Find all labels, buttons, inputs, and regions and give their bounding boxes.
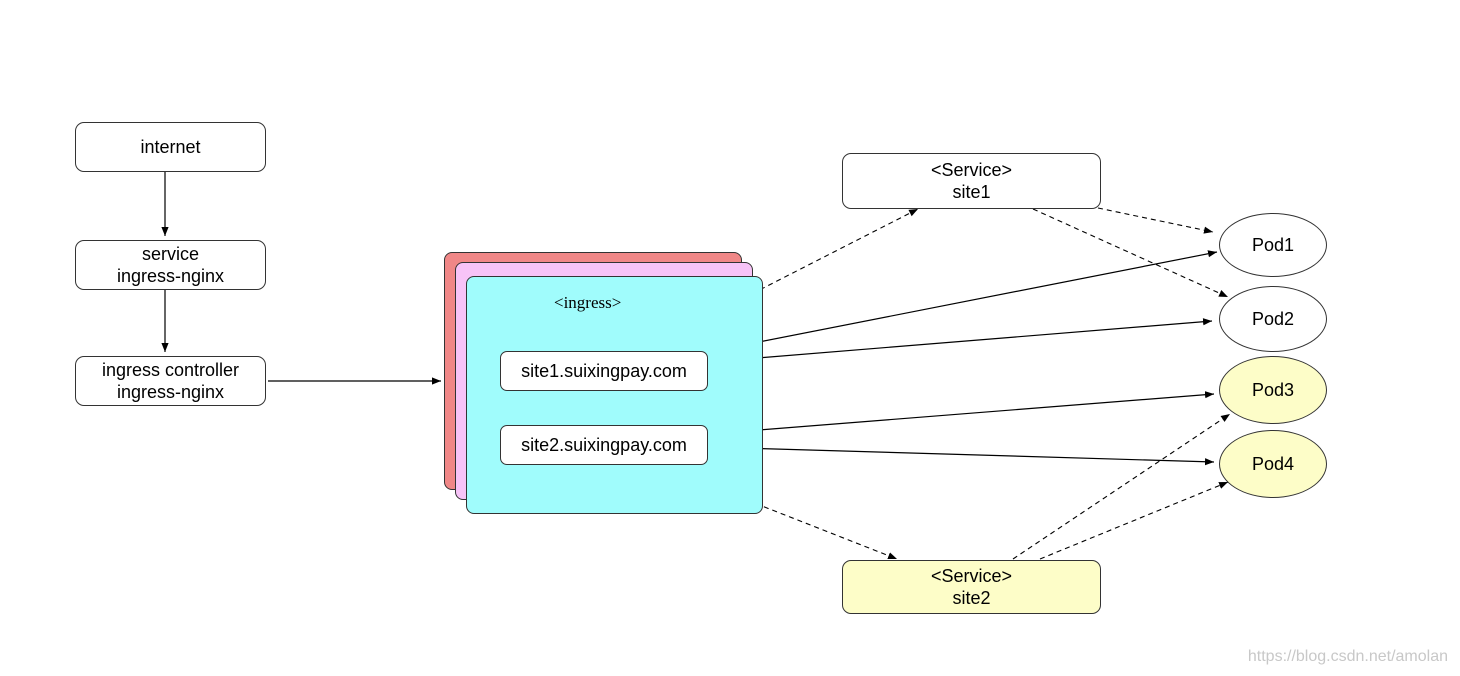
ingress-card-front [466,276,763,514]
service-site1-kind: <Service> [930,160,1013,180]
ingress-controller-node: ingress controller ingress-nginx [75,356,266,406]
internet-label: internet [140,137,201,157]
service-ingress-nginx-node: service ingress-nginx [75,240,266,290]
dashed-service2-to-pod4 [1039,481,1229,560]
service-site2-node: <Service> site2 [842,560,1101,614]
service-site2-name: site2 [952,588,991,608]
rule-site2-host: site2.suixingpay.com [521,434,687,455]
rule-site1-host: site1.suixingpay.com [521,360,687,381]
service-node-name: ingress-nginx [116,266,225,286]
dashed-service2-to-pod3 [1012,413,1231,560]
service-site2-kind: <Service> [930,566,1013,586]
ingress-label: <ingress> [554,293,622,312]
arrow-rule1-to-pod1 [707,250,1218,353]
pod2-node: Pod2 [1219,286,1327,352]
pod3-label: Pod3 [1251,379,1295,400]
dashed-rule1-to-service1 [639,208,919,352]
dashed-service1-to-pod2 [1032,208,1229,298]
pod3-node: Pod3 [1219,356,1327,424]
arrow-rule2-to-pod4 [707,446,1215,466]
service-site1-node: <Service> site1 [842,153,1101,209]
service-node-title: service [141,244,199,264]
dashed-rule2-to-service2 [654,463,898,560]
rule-site2: site2.suixingpay.com [500,425,708,465]
controller-node-title: ingress controller [101,360,240,380]
dashed-service1-to-pod1 [1097,207,1214,234]
arrow-rule2-to-pod3 [707,391,1215,435]
pod1-label: Pod1 [1251,234,1295,255]
controller-node-name: ingress-nginx [116,382,225,402]
service-site1-name: site1 [952,182,991,202]
arrow-rule1-to-pod2 [707,318,1213,363]
watermark-url: https://blog.csdn.net/amolan [1247,648,1448,665]
pod4-node: Pod4 [1219,430,1327,498]
pod1-node: Pod1 [1219,213,1327,277]
rule-site1: site1.suixingpay.com [500,351,708,391]
internet-node: internet [75,122,266,172]
pod4-label: Pod4 [1251,453,1295,474]
pod2-label: Pod2 [1251,308,1295,329]
